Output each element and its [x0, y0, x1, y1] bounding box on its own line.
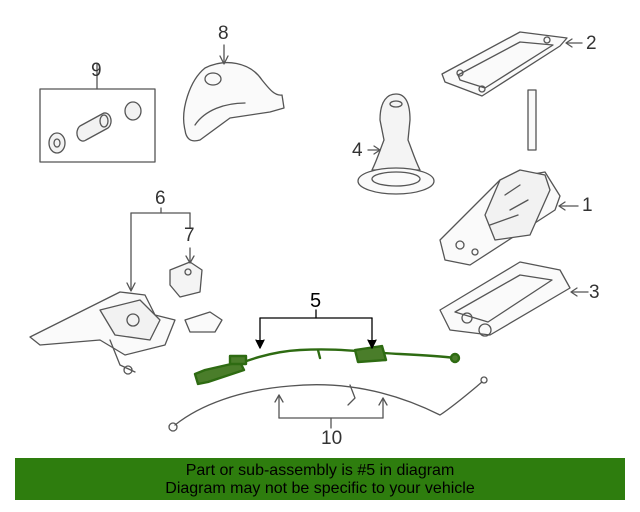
- banner-line-1: Part or sub-assembly is #5 in diagram: [185, 462, 455, 479]
- part-10-brake-cable[interactable]: [168, 376, 488, 432]
- part-3-base-bracket[interactable]: [439, 261, 589, 337]
- callout-9: 9: [91, 60, 102, 81]
- part-5-shift-cable[interactable]: [193, 344, 461, 386]
- part-2-gasket[interactable]: [441, 31, 583, 97]
- callout-3: 3: [589, 282, 600, 303]
- part-7-clip[interactable]: [169, 247, 203, 298]
- callout-8: 8: [218, 23, 229, 44]
- callout-10: 10: [321, 428, 343, 449]
- callout-6: 6: [155, 188, 166, 209]
- callout-4: 4: [352, 140, 363, 161]
- callout-1: 1: [582, 195, 593, 216]
- part-9-bushing-kit[interactable]: [39, 63, 156, 163]
- callout-5: 5: [310, 290, 322, 312]
- part-4-shift-knob[interactable]: [357, 93, 435, 195]
- callout-7: 7: [184, 225, 195, 246]
- notice-banner: Part or sub-assembly is #5 in diagram Di…: [15, 458, 625, 500]
- banner-line-2: Diagram may not be specific to your vehi…: [165, 480, 475, 497]
- callout-2: 2: [586, 33, 597, 54]
- parts-diagram: [29, 31, 589, 432]
- part-5-bracket: [255, 309, 377, 349]
- part-6-lever-assembly[interactable]: [29, 207, 223, 375]
- part-1-shifter-assembly[interactable]: [439, 89, 579, 266]
- part-8-shift-cover[interactable]: [183, 44, 285, 142]
